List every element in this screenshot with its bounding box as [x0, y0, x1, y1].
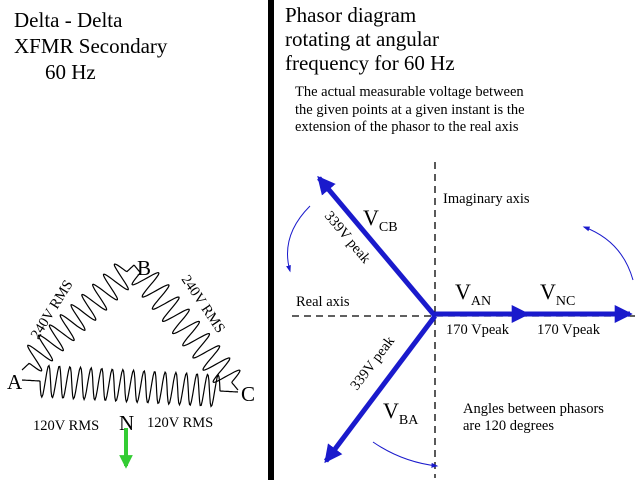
explanation-line-1: The actual measurable voltage between [295, 84, 524, 100]
right-title-line-1: Phasor diagram [285, 3, 417, 27]
winding-label-an: 120V RMS [33, 418, 99, 434]
winding-a-b [21, 263, 135, 372]
rotation-arrow-left [286, 205, 311, 273]
left-panel-title: Delta - Delta XFMR Secondary 60 Hz [14, 7, 167, 85]
angle-note-line-2: are 120 degrees [463, 418, 554, 434]
winding-a-n-c [21, 364, 239, 408]
winding-label-ab: 240V RMS [28, 277, 77, 342]
angle-note-line-1: Angles between phasors [463, 401, 604, 417]
rotation-arrow-bottom [372, 441, 439, 468]
phasor-label-vcb: VCB [363, 205, 398, 235]
imaginary-axis-label: Imaginary axis [443, 191, 530, 207]
winding-label-nc: 120V RMS [147, 415, 213, 431]
winding-b-c [131, 264, 241, 391]
rotation-arrow-right [582, 226, 634, 281]
phasor-label-vba: VBA [383, 398, 419, 428]
winding-label-bc: 240V RMS [178, 272, 228, 336]
right-panel-title: Phasor diagram rotating at angular frequ… [285, 3, 455, 75]
right-title-line-2: rotating at angular [285, 27, 439, 51]
node-label-c: C [241, 382, 255, 406]
magnitude-label-vba: 339V peak [347, 333, 398, 394]
explanation-line-3: extension of the phasor to the real axis [295, 119, 519, 135]
left-title-line-2: XFMR Secondary [14, 34, 168, 58]
phasor-vcb [317, 175, 437, 318]
magnitude-label-vnc: 170 Vpeak [537, 322, 601, 338]
explanation-line-2: the given points at a given instant is t… [295, 101, 525, 118]
node-label-b: B [137, 256, 151, 280]
angle-note: Angles between phasors are 120 degrees [463, 401, 608, 434]
real-axis-label: Real axis [296, 294, 350, 310]
node-label-n: N [119, 411, 134, 435]
panel-divider [268, 0, 274, 480]
left-title-line-3: 60 Hz [45, 60, 96, 84]
magnitude-label-van: 170 Vpeak [446, 322, 510, 338]
left-title-line-1: Delta - Delta [14, 8, 123, 32]
right-title-line-3: frequency for 60 Hz [285, 51, 455, 75]
phasor-label-van: VAN [455, 279, 491, 309]
phasor-vba [324, 314, 437, 464]
explanation-text: The actual measurable voltage between th… [295, 84, 525, 137]
node-label-a: A [7, 370, 23, 394]
phasor-label-vnc: VNC [540, 279, 575, 309]
